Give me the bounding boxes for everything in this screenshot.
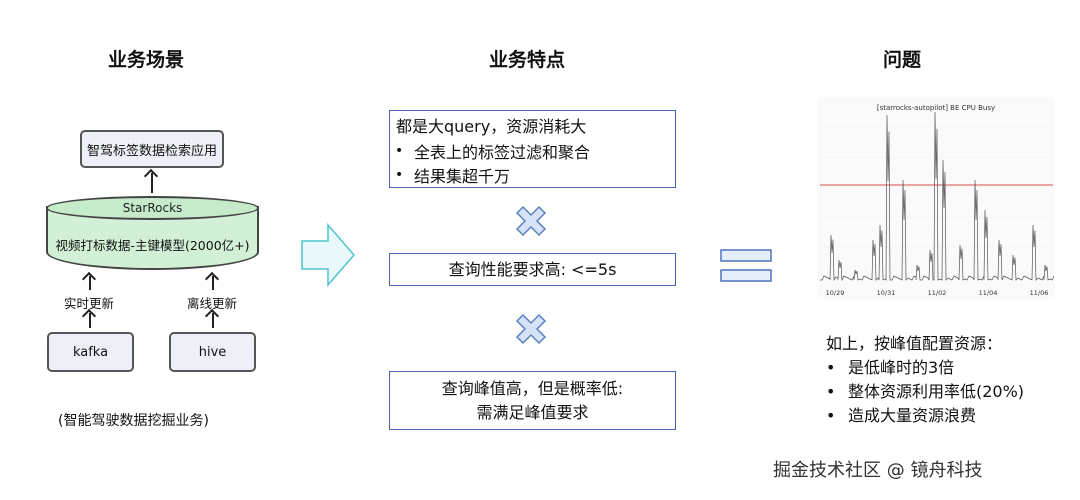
equals-icon — [720, 249, 772, 282]
chart-x-tick: 10/29 — [826, 289, 845, 297]
conclusion-item: •是低峰时的3倍 — [826, 358, 955, 377]
conclusion-item-text: 整体资源利用率低(20%) — [848, 382, 1025, 401]
offline-update-label: 离线更新 — [187, 296, 238, 311]
conclusion-title: 如上，按峰值配置资源： — [826, 334, 1003, 353]
cpu-busy-chart-panel: [starrocks-autopilot] BE CPU Busy 10/29 1… — [817, 97, 1055, 300]
heading-scenario: 业务场景 — [108, 49, 185, 71]
chart-title: [starrocks-autopilot] BE CPU Busy — [877, 104, 995, 112]
peak-text-line1: 查询峰值高，但是概率低: — [441, 379, 624, 398]
feature-bullet-text: 结果集超千万 — [414, 167, 511, 186]
feature-bullet-text: 全表上的标签过滤和聚合 — [414, 143, 591, 162]
cross-icon — [515, 205, 547, 237]
arrow-db-to-app — [151, 173, 153, 193]
chart-x-tick: 11/02 — [928, 289, 947, 297]
feature-box-performance: 查询性能要求高: <=5s — [389, 253, 676, 286]
feature-box-peak: 查询峰值高，但是概率低: 需满足峰值要求 — [389, 371, 676, 430]
peak-text-line2: 需满足峰值要求 — [476, 403, 589, 422]
chart-x-tick: 10/31 — [877, 289, 896, 297]
heading-features: 业务特点 — [489, 49, 566, 71]
performance-text: 查询性能要求高: <=5s — [448, 260, 617, 279]
chart-x-tick: 11/04 — [979, 289, 998, 297]
feature-title: 都是大query，资源消耗大 — [396, 117, 587, 136]
right-arrow-icon — [301, 223, 355, 287]
feature-bullet: •全表上的标签过滤和聚合 — [390, 139, 675, 163]
conclusion-list: •是低峰时的3倍 •整体资源利用率低(20%) •造成大量资源浪费 — [826, 356, 1024, 428]
cross-icon — [515, 313, 547, 345]
scenario-caption: (智能驾驶数据挖掘业务) — [58, 413, 209, 429]
database-table-label: 视频打标数据-主键模型(2000亿+) — [55, 238, 250, 253]
conclusion-item: •造成大量资源浪费 — [826, 406, 977, 425]
source-kafka-box: kafka — [47, 332, 134, 372]
app-box-label: 智驾标签数据检索应用 — [86, 143, 217, 159]
database-cylinder-top: StarRocks — [46, 196, 259, 220]
source-hive-label: hive — [198, 344, 227, 360]
conclusion-item: •整体资源利用率低(20%) — [826, 382, 1025, 401]
source-kafka-label: kafka — [72, 344, 109, 360]
arrow-realtime-up — [89, 276, 91, 290]
source-hive-box: hive — [169, 332, 256, 372]
feature-box-resource: 都是大query，资源消耗大 •全表上的标签过滤和聚合 •结果集超千万 — [389, 110, 676, 188]
heading-problem: 问题 — [883, 49, 922, 71]
conclusion-item-text: 造成大量资源浪费 — [848, 406, 977, 425]
feature-bullet: •结果集超千万 — [390, 163, 675, 187]
chart-x-tick: 11/06 — [1030, 289, 1049, 297]
app-box: 智驾标签数据检索应用 — [80, 130, 224, 168]
conclusion-item-text: 是低峰时的3倍 — [848, 358, 955, 377]
watermark: 掘金技术社区 @ 镜舟科技 — [773, 460, 983, 481]
feature-bullets: •全表上的标签过滤和聚合 •结果集超千万 — [390, 139, 675, 187]
realtime-update-label: 实时更新 — [64, 296, 115, 311]
arrow-hive-up — [212, 313, 214, 328]
arrow-kafka-up — [89, 313, 91, 328]
chart-series-line — [820, 111, 1055, 282]
cpu-busy-chart: [starrocks-autopilot] BE CPU Busy 10/29 1… — [820, 104, 1055, 297]
database-name: StarRocks — [122, 201, 183, 215]
arrow-offline-up — [212, 276, 214, 290]
